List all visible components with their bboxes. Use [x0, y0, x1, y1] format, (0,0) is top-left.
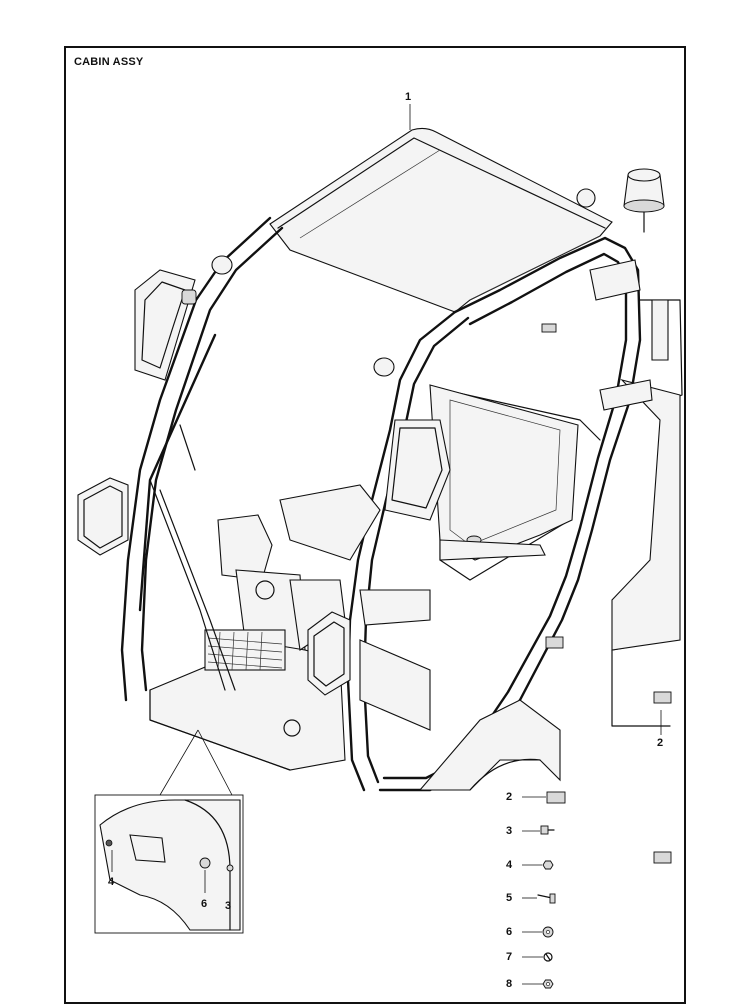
operator-seat	[279, 419, 482, 561]
spring-washer-icon	[543, 952, 553, 962]
washer-icon	[542, 926, 554, 938]
callout-lock-nut: 8	[506, 978, 513, 990]
bolt-icon	[537, 893, 556, 904]
work-lights	[77, 188, 596, 696]
callout-nut: 4	[506, 859, 513, 871]
callout-decal: 2	[506, 791, 513, 803]
page-title: CABIN ASSY	[74, 56, 144, 68]
wiper-assembly	[138, 333, 236, 691]
cabin-roof	[269, 127, 613, 313]
rear-fender	[418, 699, 561, 791]
detail-inset	[94, 729, 244, 934]
right-side-panel	[611, 299, 683, 864]
callout-washer: 6	[506, 926, 513, 938]
parts-list-icons	[522, 791, 566, 989]
screw-icon	[540, 825, 555, 835]
left-mirror	[134, 269, 197, 381]
callout-cabin: 1	[405, 91, 412, 103]
callout-spring-washer: 7	[506, 951, 513, 963]
callout-bolt: 5	[506, 892, 513, 904]
keypad-grid	[207, 631, 283, 671]
callout-screw: 3	[506, 825, 513, 837]
detail-callout-screw: 3	[225, 900, 232, 912]
nut-icon	[542, 860, 554, 870]
detail-callout-washer: 6	[201, 898, 208, 910]
drawing-frame	[64, 46, 686, 1004]
detail-callout-nut: 4	[108, 876, 115, 888]
lock-nut-icon	[542, 979, 554, 989]
door-brackets	[589, 259, 669, 411]
rear-panel	[429, 323, 579, 561]
callout-decal-side: 2	[657, 737, 664, 749]
beacon-light	[623, 168, 665, 233]
decal-icon	[546, 791, 566, 804]
